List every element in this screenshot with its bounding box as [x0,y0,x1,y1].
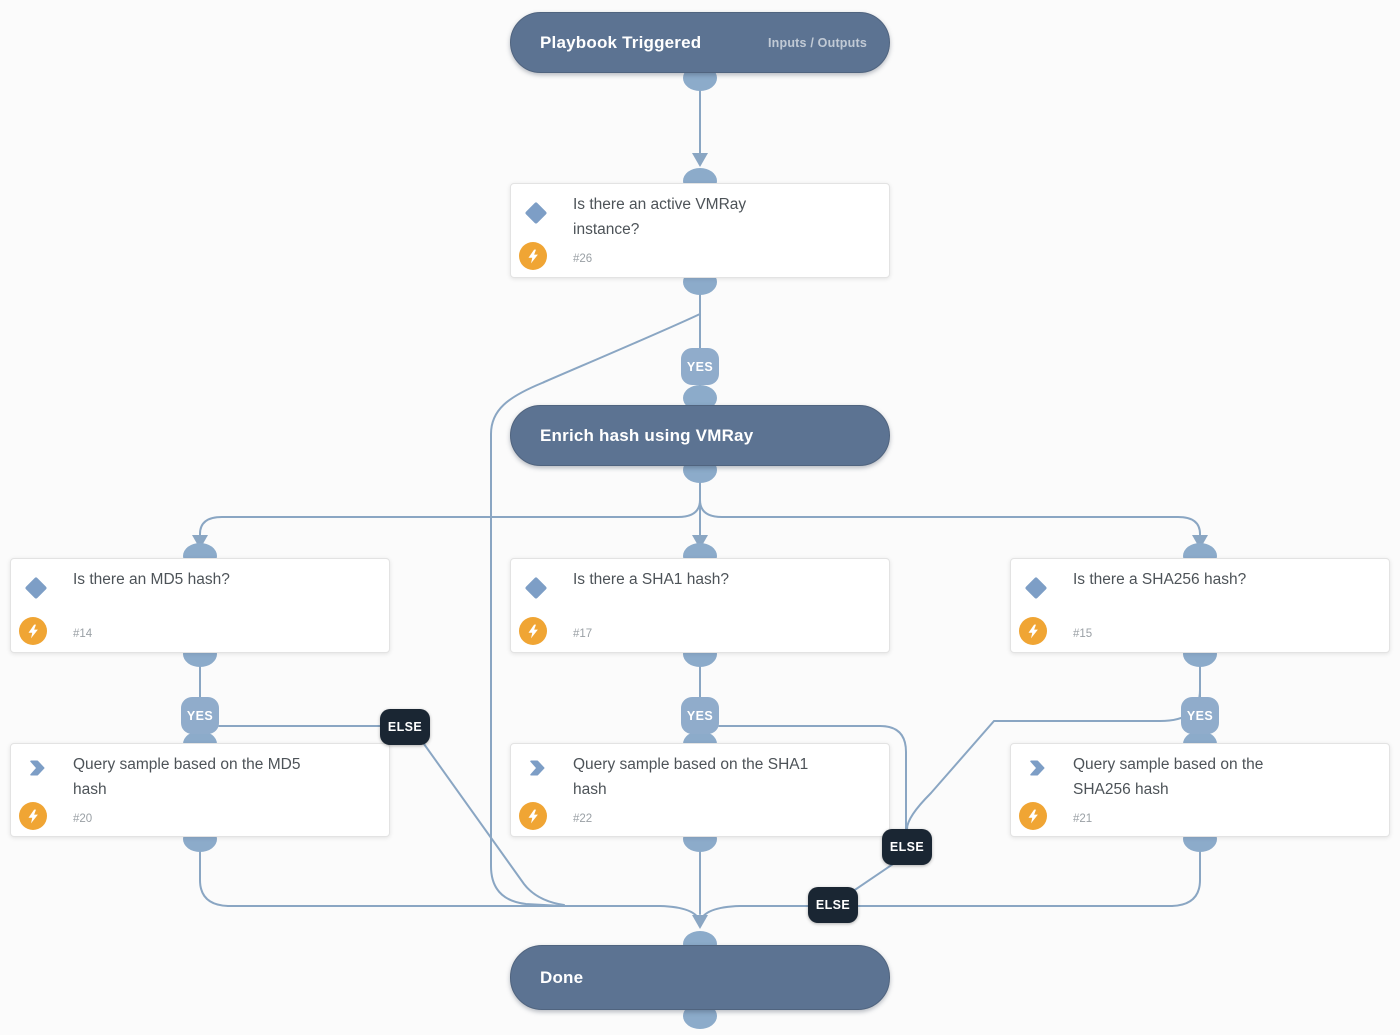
yes-label: YES [686,359,714,374]
arrowhead [692,915,708,929]
task-id: #20 [73,813,93,825]
task-title: Query sample based on the SHA1 hash [573,756,809,798]
automation-bolt-icon [1019,617,1047,645]
edge-taskmd5-down [199,839,229,907]
else-branch-badge: ELSE [808,887,858,923]
edge-converge-left [227,905,701,923]
yes-branch-badge: YES [181,697,219,734]
task-node-query-sha1[interactable]: Query sample based on the SHA1 hash #22 [510,743,890,837]
arrowhead [192,535,208,549]
task-title: Is there an MD5 hash? [73,571,230,588]
else-label: ELSE [387,720,423,734]
enrich-hash-section-node[interactable]: Enrich hash using VMRay [510,405,890,466]
inputs-outputs-link[interactable]: Inputs / Outputs [767,35,867,50]
arrowhead [692,153,708,167]
task-id: #22 [573,813,593,825]
yes-branch-badge: YES [1181,697,1219,734]
automation-bolt-icon [519,242,547,270]
done-title: Done [540,967,584,987]
section-title: Enrich hash using VMRay [540,425,754,445]
arrowhead [1192,535,1208,549]
edge-lines [199,79,1201,923]
condition-node-md5[interactable]: Is there an MD5 hash? #14 [10,558,390,653]
else-branch-badge: ELSE [380,709,430,745]
arrowheads [192,153,1208,929]
task-title: Is there a SHA1 hash? [573,571,729,588]
task-id: #15 [1073,628,1093,640]
automation-bolt-icon [19,802,47,830]
condition-node-vmray[interactable]: Is there an active VMRay instance? #26 [510,183,890,278]
else-label: ELSE [815,898,851,912]
task-id: #21 [1073,813,1093,825]
edge-split-right [699,499,1201,547]
task-chevron-icon [530,760,545,776]
arrowhead [692,535,708,549]
yes-branch-badge: YES [681,348,719,385]
condition-diamond-icon [1024,576,1048,600]
condition-node-sha1[interactable]: Is there a SHA1 hash? #17 [510,558,890,653]
edge-cond-else-left [490,313,701,907]
edge-tasksha256-down [1171,839,1201,907]
task-id: #26 [573,253,593,265]
task-title: Query sample based on the SHA256 hash [1073,756,1264,798]
condition-diamond-icon [24,576,48,600]
automation-bolt-icon [519,802,547,830]
playbook-title: Playbook Triggered [540,32,702,52]
task-title: Is there a SHA256 hash? [1073,571,1247,588]
automation-bolt-icon [519,617,547,645]
task-node-query-md5[interactable]: Query sample based on the MD5 hash #20 [10,743,390,837]
playbook-triggered-node[interactable]: Playbook Triggered Inputs / Outputs [510,12,890,73]
yes-label: YES [186,708,214,723]
edge-md5-else-diag [423,743,565,906]
task-title: Query sample based on the MD5 hash [73,756,301,798]
task-chevron-icon [30,760,45,776]
yes-label: YES [686,708,714,723]
task-id: #14 [73,628,93,640]
else-label: ELSE [889,840,925,854]
task-id: #17 [573,628,593,640]
yes-label: YES [1186,708,1214,723]
edge-converge-right [699,905,1173,923]
task-title: Is there an active VMRay instance? [573,196,747,238]
condition-diamond-icon [524,576,548,600]
automation-bolt-icon [19,617,47,645]
edge-split-left [199,499,701,547]
task-node-query-sha256[interactable]: Query sample based on the SHA256 hash #2… [1010,743,1390,837]
automation-bolt-icon [1019,802,1047,830]
edge-sha1-else [718,725,907,830]
else-branch-badge: ELSE [882,829,932,865]
done-node[interactable]: Done [510,945,890,1010]
yes-branch-badge: YES [681,697,719,734]
condition-diamond-icon [524,201,548,225]
condition-node-sha256[interactable]: Is there a SHA256 hash? #15 [1010,558,1390,653]
task-chevron-icon [1030,760,1045,776]
connector-port [683,385,717,411]
